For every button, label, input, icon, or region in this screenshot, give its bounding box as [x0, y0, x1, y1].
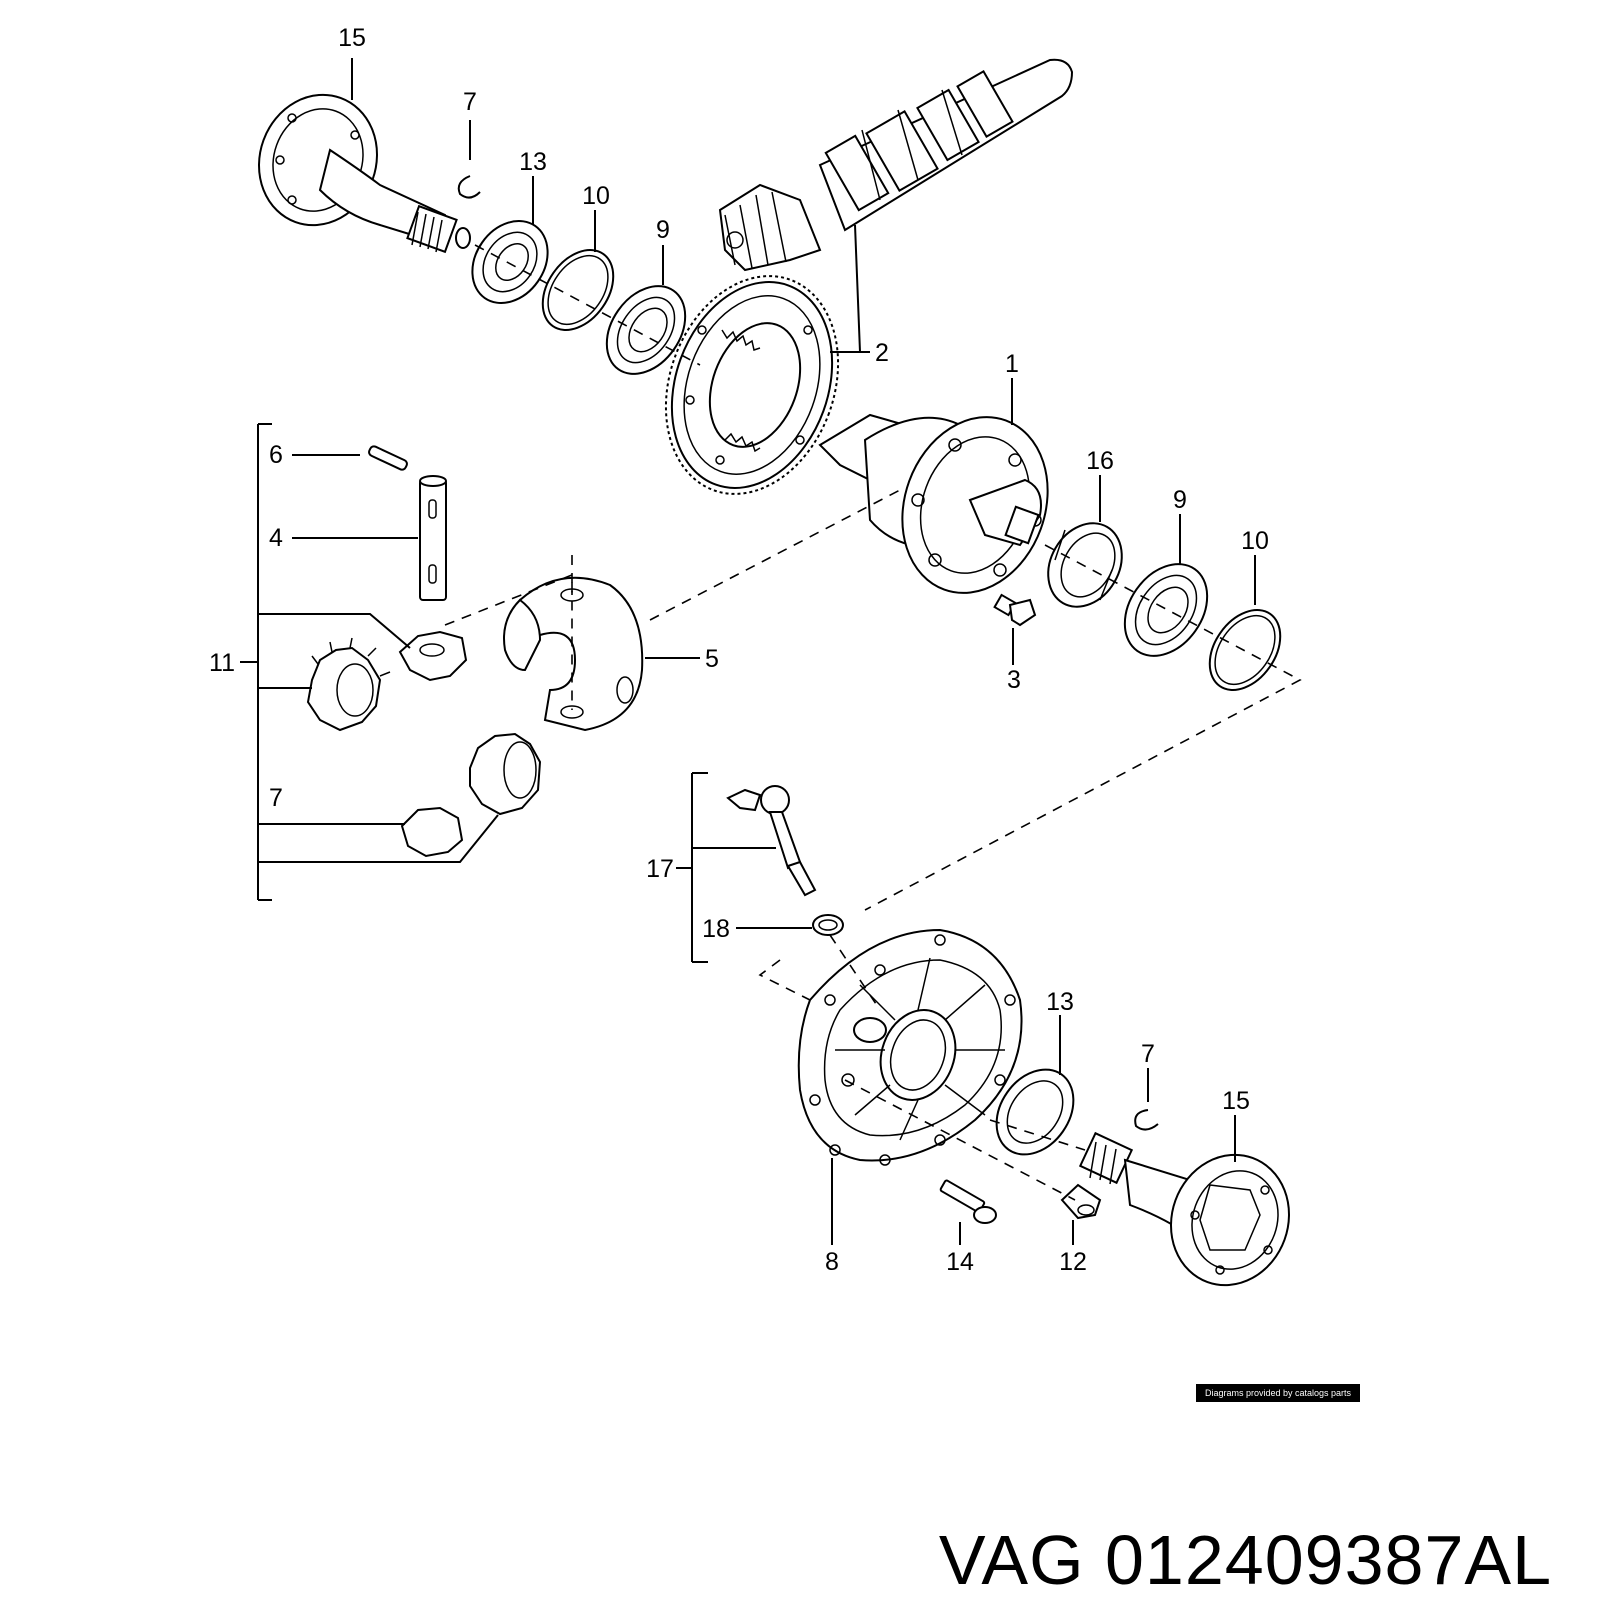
- diff-spider-pin-6: [368, 445, 408, 471]
- callout-13-bottom: 13: [1046, 988, 1074, 1016]
- side-gear-right: [469, 732, 542, 816]
- callout-11: 11: [209, 649, 235, 677]
- callout-17: 17: [646, 855, 674, 883]
- crown-wheel: [664, 275, 840, 495]
- callout-12: 12: [1059, 1248, 1087, 1276]
- callout-2: 2: [875, 339, 889, 367]
- callout-15-top: 15: [338, 24, 366, 52]
- planet-gear-top: [398, 630, 468, 682]
- seal-bottom: [995, 1068, 1075, 1156]
- bearing-16: [1047, 522, 1123, 608]
- bearing-top: [605, 285, 687, 375]
- diagram-credit-badge: Diagrams provided by catalogs parts: [1196, 1384, 1360, 1402]
- callout-7-top: 7: [463, 88, 477, 116]
- callout-9-right: 9: [1173, 486, 1187, 514]
- planet-gear-bottom: [400, 806, 464, 858]
- assembly-dashed-lines: [444, 244, 1302, 1201]
- callout-1: 1: [1005, 350, 1019, 378]
- final-drive-cover: [797, 928, 1023, 1166]
- drive-flange-bottom: [1078, 1131, 1290, 1287]
- callout-6: 6: [269, 441, 283, 469]
- callout-5: 5: [705, 645, 719, 673]
- callout-16: 16: [1086, 447, 1114, 475]
- callout-10-right: 10: [1241, 527, 1269, 555]
- bolt-14: [939, 1179, 997, 1224]
- bolt-3: [993, 593, 1037, 627]
- drive-flange-top: [258, 93, 471, 254]
- sensor-17: [726, 785, 817, 897]
- diff-shaft-4: [419, 475, 447, 601]
- callout-15-bottom: 15: [1222, 1087, 1250, 1115]
- circlip-top: [457, 175, 481, 199]
- pinion-shaft: [718, 58, 1074, 272]
- callout-9-top: 9: [656, 216, 670, 244]
- diff-cage-5: [503, 576, 644, 732]
- leader-lines: [240, 58, 1256, 1245]
- callout-8: 8: [825, 1248, 839, 1276]
- callout-3: 3: [1007, 666, 1021, 694]
- callout-18: 18: [702, 915, 730, 943]
- callout-7-left: 7: [269, 784, 283, 812]
- shim-top: [541, 249, 615, 331]
- o-ring-18: [812, 914, 844, 936]
- part-number-title: VAG 012409387AL: [938, 1521, 1552, 1599]
- bearing-right: [1123, 563, 1209, 657]
- callout-7-bottom: 7: [1141, 1040, 1155, 1068]
- differential-housing: [818, 413, 1049, 594]
- callout-10-top: 10: [582, 182, 610, 210]
- callout-14: 14: [946, 1248, 974, 1276]
- side-gear-left: [306, 637, 391, 732]
- plug-12: [1060, 1183, 1102, 1220]
- callout-4: 4: [269, 524, 283, 552]
- callout-13-top: 13: [519, 148, 547, 176]
- circlip-bottom: [1134, 1109, 1159, 1131]
